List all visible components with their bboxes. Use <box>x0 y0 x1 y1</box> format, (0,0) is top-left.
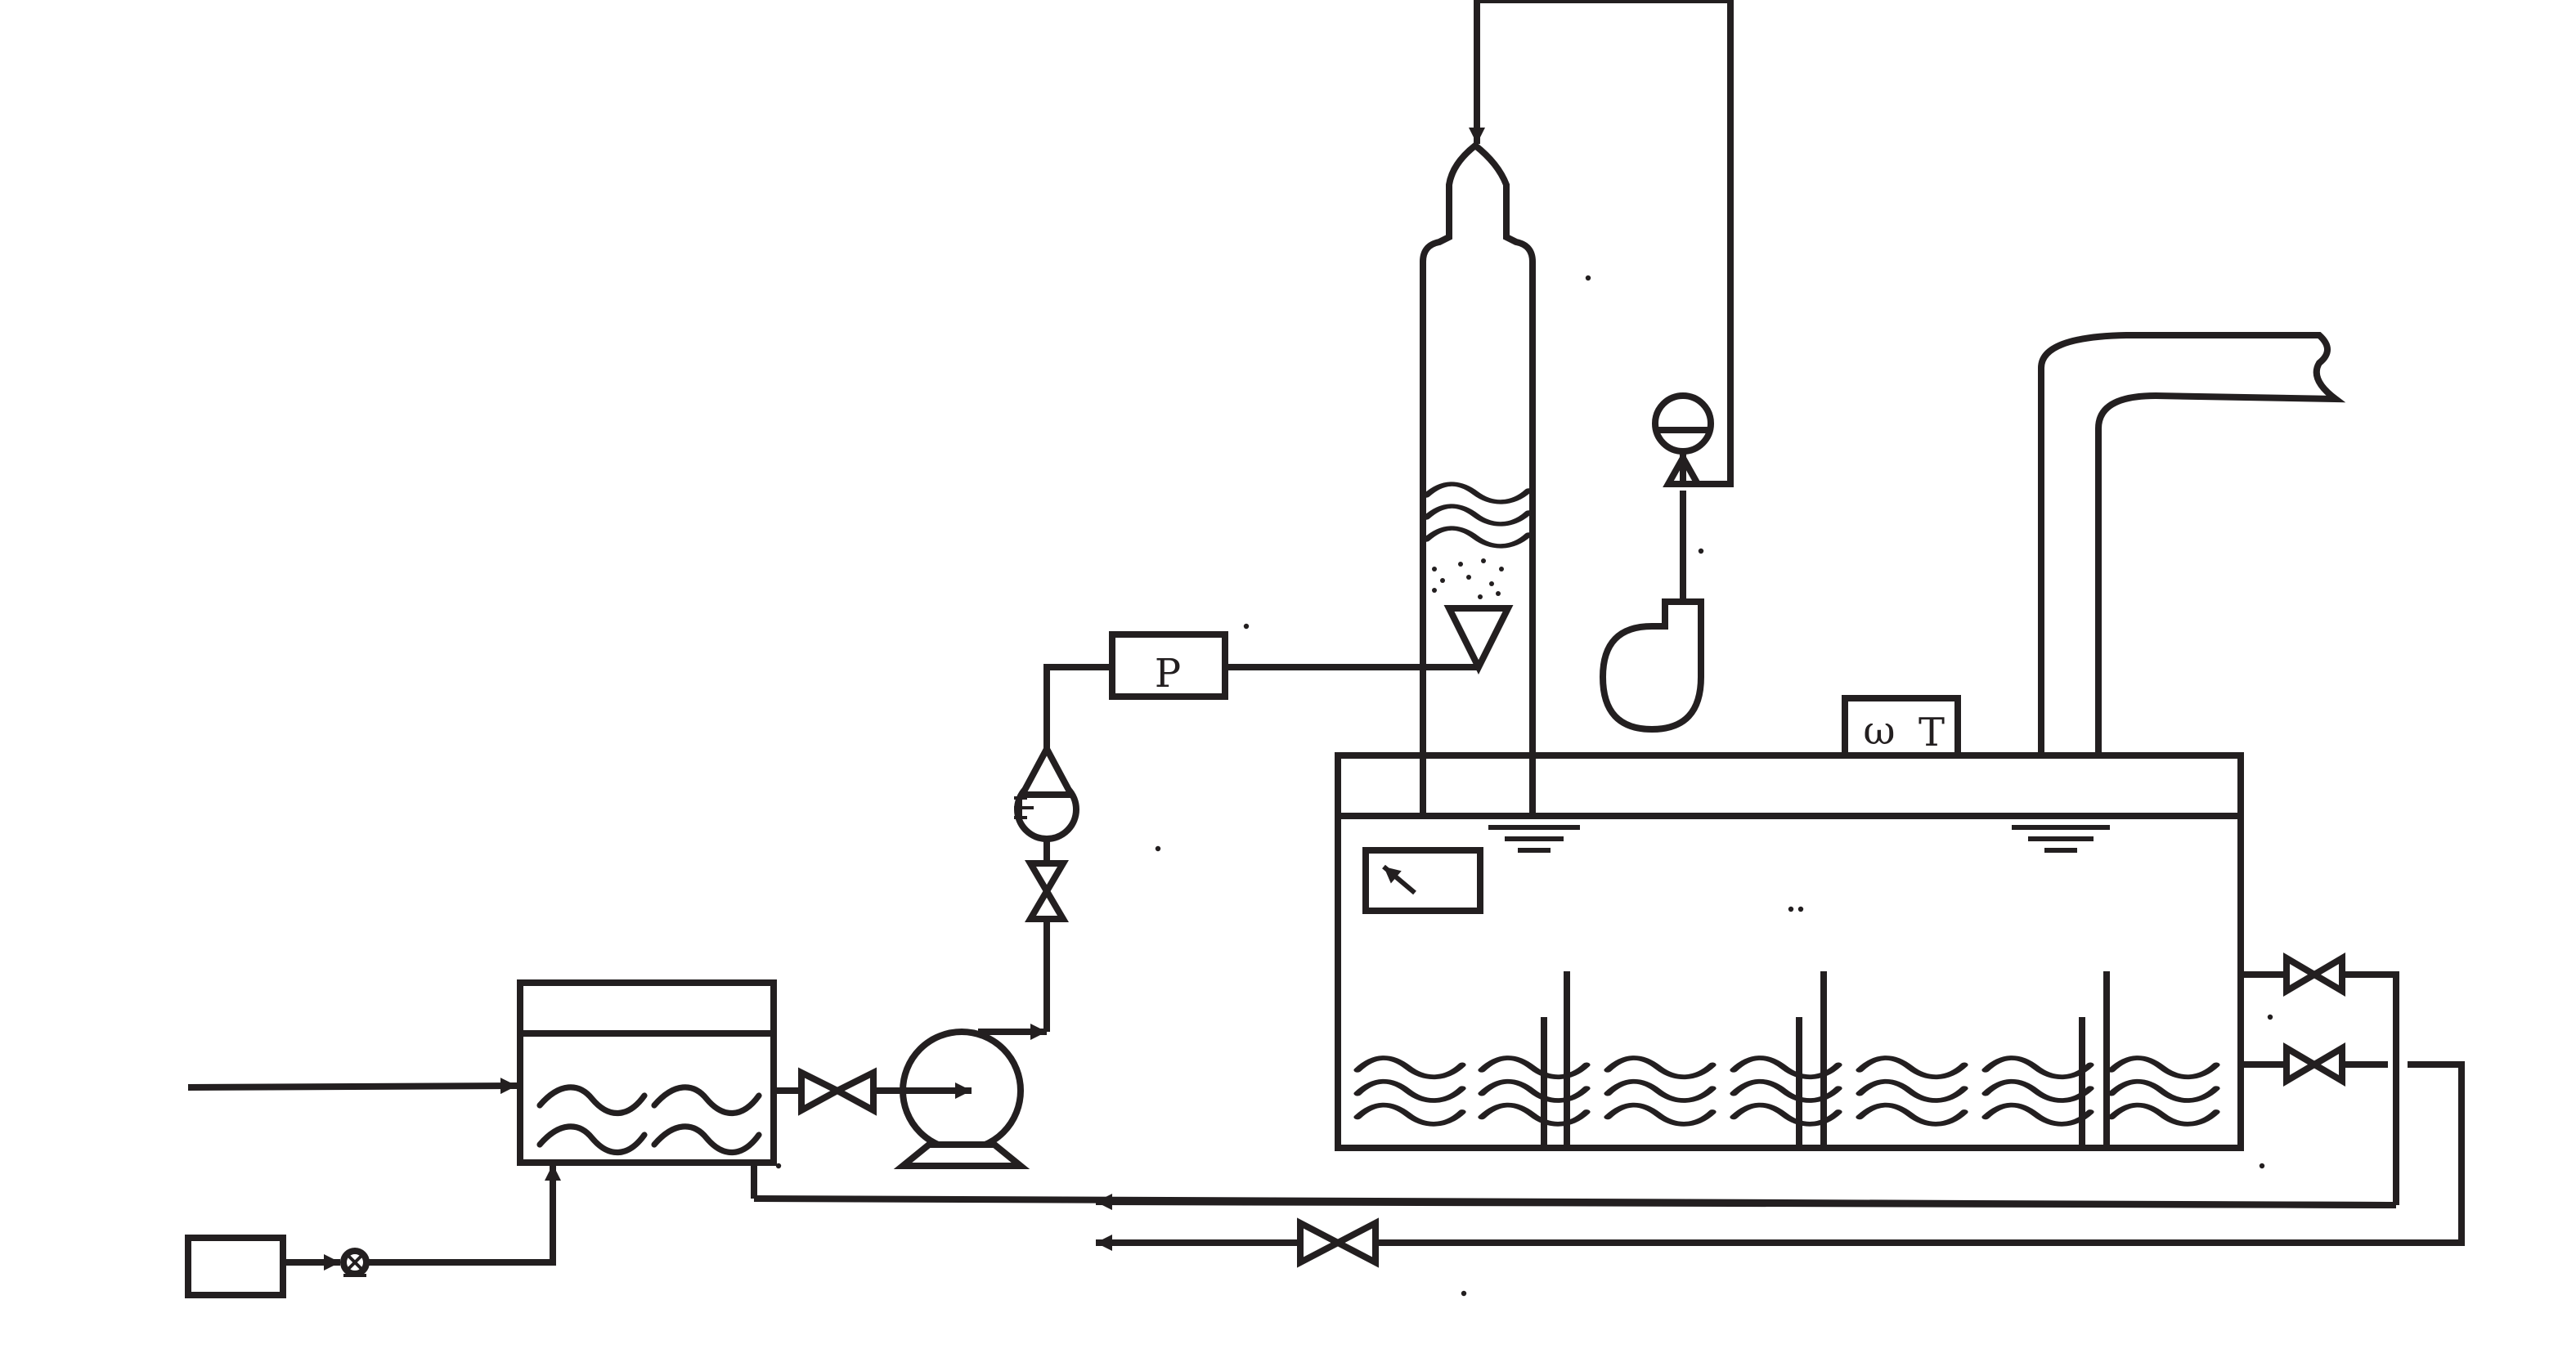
pressure-label: P <box>1155 651 1181 697</box>
main-tank <box>1335 752 2244 1151</box>
feed-inlet-line <box>187 1078 518 1095</box>
gate-valve-icon <box>1025 860 1069 922</box>
gate-valve-icon <box>1297 1217 1379 1268</box>
blower-fan-icon <box>1599 491 1704 733</box>
temperature-controller: ω T <box>1842 695 1961 759</box>
flow-meter-icon <box>1014 742 1079 842</box>
centrifugal-pump-icon <box>883 1024 1047 1169</box>
feed-line <box>1043 664 1112 749</box>
arrow-icon <box>1382 864 1416 895</box>
absorption-column <box>1420 141 1536 818</box>
dosing-unit <box>185 1164 561 1298</box>
liquid-level-icon <box>2012 825 2110 853</box>
indicator-box <box>1362 847 1483 914</box>
wave-icon <box>1426 484 1528 546</box>
arrow-icon <box>187 1078 518 1095</box>
feed-tank <box>517 979 777 1199</box>
gate-valve-icon <box>774 1067 903 1116</box>
specks <box>775 275 2273 1297</box>
outlet-lower <box>1379 1042 2465 1246</box>
dosing-pump-icon <box>340 1248 370 1277</box>
return-line-lower <box>1096 1217 1379 1268</box>
outlet-upper <box>2241 952 2399 1205</box>
spray-nozzle-icon <box>1443 605 1514 675</box>
arrow-icon <box>366 1164 561 1266</box>
return-line-upper <box>753 1194 2397 1211</box>
gate-valve-icon <box>2283 1042 2345 1087</box>
temperature-label: T <box>1919 710 1945 755</box>
wave-icon <box>1358 1058 2216 1124</box>
flow-meter-icon <box>1652 392 1714 487</box>
tank-baffles <box>1541 971 2110 1148</box>
spray-droplets <box>1432 558 1504 599</box>
arrow-icon <box>1095 1194 2397 1211</box>
thermometer-symbol: ω <box>1863 708 1895 754</box>
pressure-gauge: P <box>1109 631 1228 700</box>
exhaust-stack <box>2038 332 2346 755</box>
liquid-level-icon <box>1488 825 1580 853</box>
gate-valve-icon <box>2283 952 2345 997</box>
dosing-box <box>185 1235 286 1298</box>
